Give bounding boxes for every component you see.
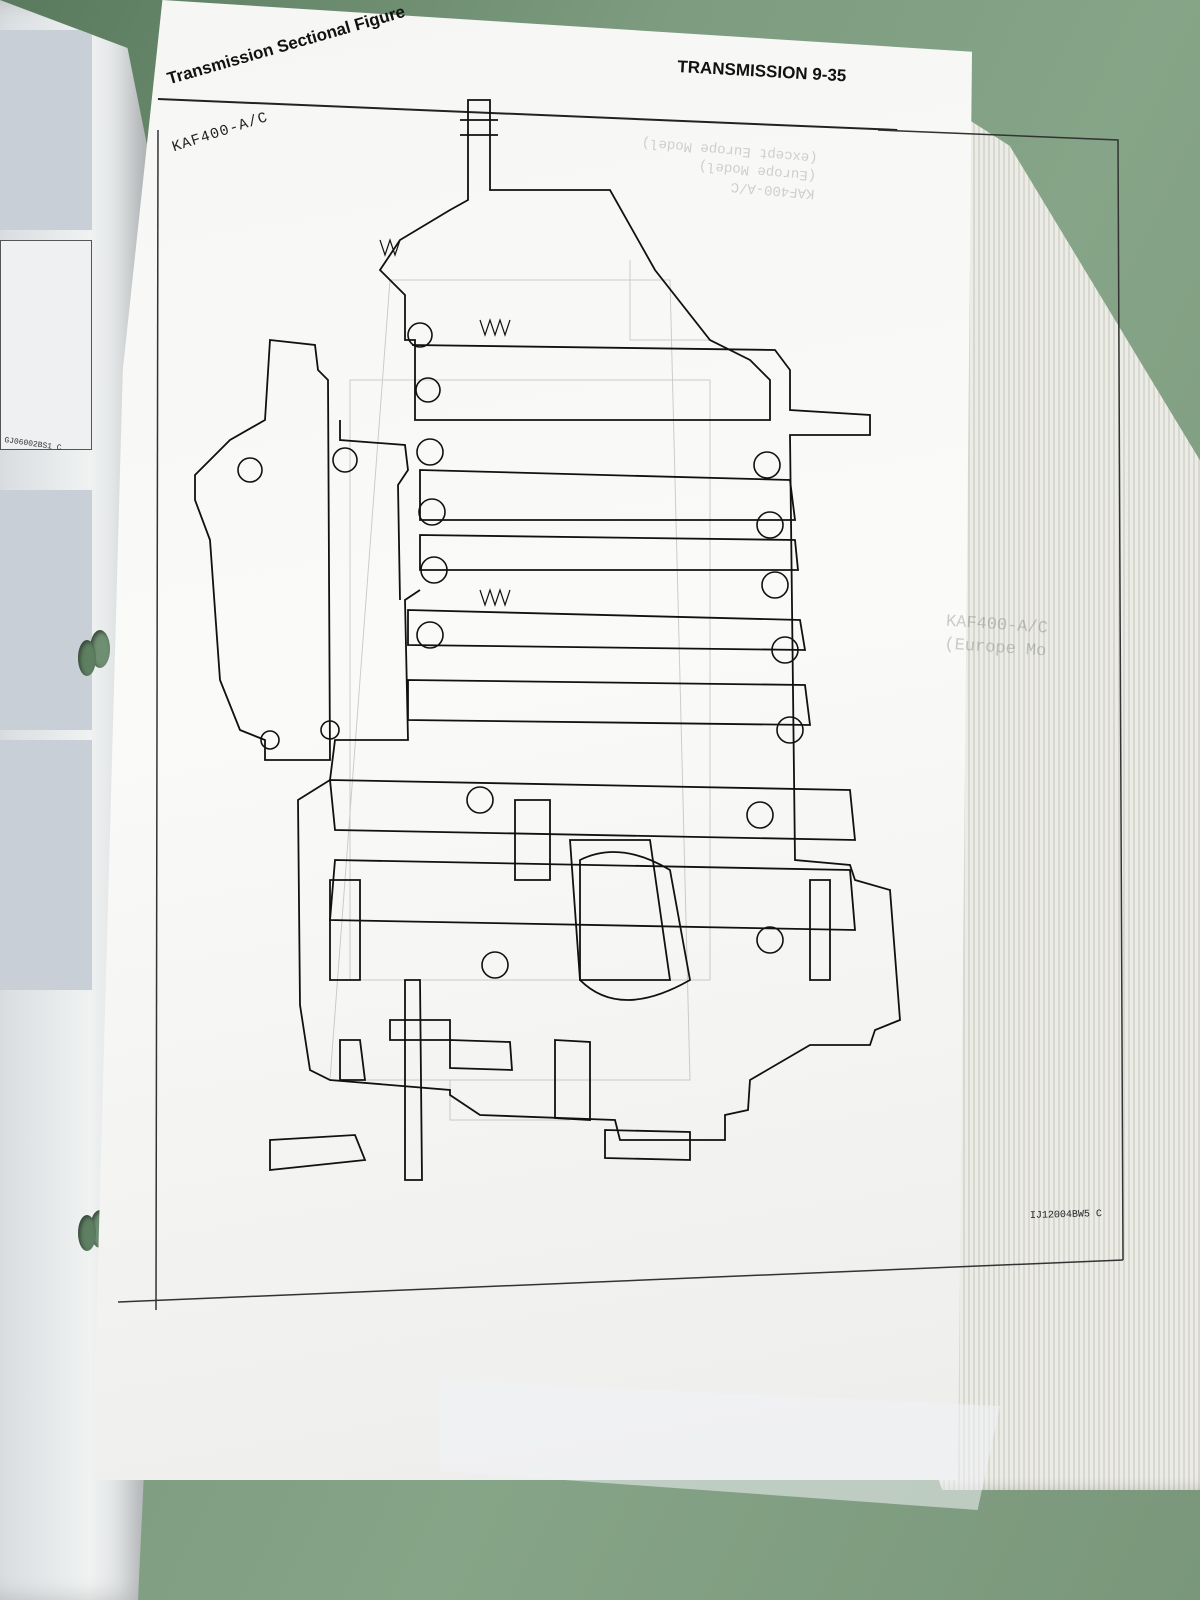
- figure-code: IJ12004BW5 C: [1029, 1209, 1103, 1222]
- diagram-linework: [194, 99, 901, 1181]
- gear-teeth: [379, 238, 511, 607]
- bearing-circles: [237, 322, 804, 979]
- binder-hole: [78, 640, 96, 676]
- left-page-figure: [0, 240, 92, 450]
- left-page-text-strip: [0, 490, 92, 730]
- bleed-through-text: KAF400-A/C (Europe Mo: [943, 612, 1049, 662]
- left-page-text-strip: [0, 30, 92, 230]
- section-title: Transmission Sectional Figure: [165, 2, 408, 89]
- binder-hole: [78, 1215, 96, 1251]
- ghost-diagram: [329, 260, 711, 1121]
- manual-page: [92, 0, 972, 1480]
- left-page-text-strip: [0, 740, 92, 990]
- transmission-sectional-diagram: [194, 99, 901, 1181]
